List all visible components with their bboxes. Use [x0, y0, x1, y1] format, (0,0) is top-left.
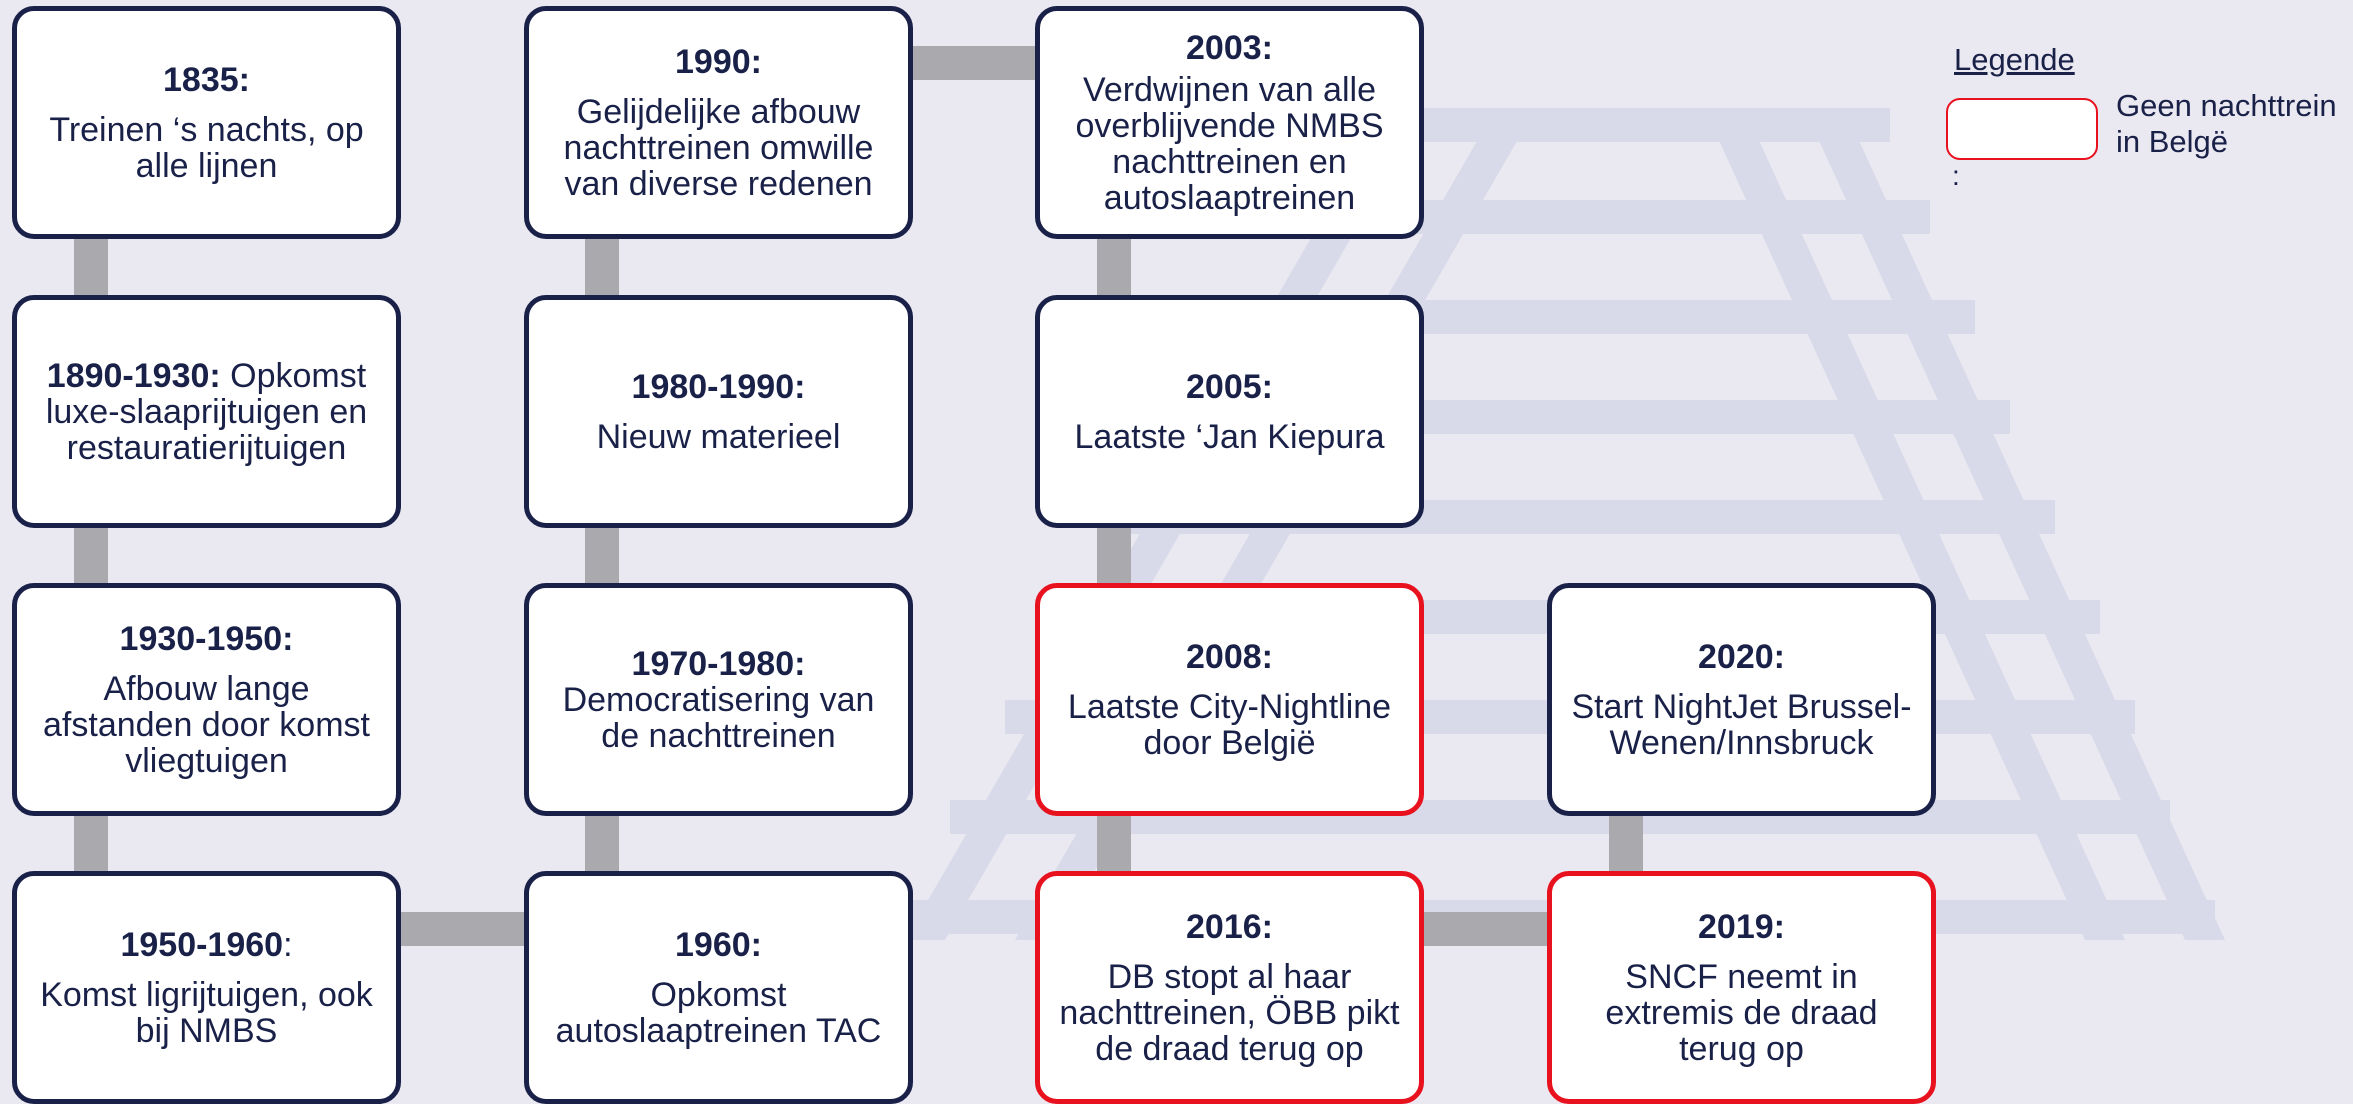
timeline-node-2008: 2008: Laatste City-Nightline door België [1035, 583, 1424, 816]
node-text: Treinen ‘s nachts, op alle lijnen [49, 110, 364, 185]
timeline-node-2019: 2019: SNCF neemt in extremis de draad te… [1547, 871, 1936, 1104]
connector-1970-1980 [585, 525, 619, 587]
connector-2019-2020 [1609, 813, 1643, 875]
node-text: Gelijdelijke afbouw nachttreinen omwille… [563, 92, 874, 203]
connector-1890-1930 [74, 525, 108, 587]
connector-1980-1990 [585, 236, 619, 298]
node-year-suffix: : [283, 925, 293, 964]
node-text: Komst ligrijtuigen, ook bij NMBS [40, 975, 373, 1050]
node-year: 2003: [1186, 28, 1273, 67]
legend-colon: : [1952, 160, 1960, 191]
timeline-node-1960: 1960: Opkomst autoslaaptreinen TAC [524, 871, 913, 1104]
node-text: Democratisering van de nachttreinen [562, 680, 875, 755]
timeline-node-1930-1950: 1930-1950: Afbouw lange afstanden door k… [12, 583, 401, 816]
node-text: SNCF neemt in extremis de draad terug op [1605, 957, 1878, 1068]
connector-2016-2019 [1421, 912, 1551, 946]
connector-2005-2008 [1097, 525, 1131, 587]
node-text: Opkomst luxe-slaaprijtuigen en restaurat… [45, 356, 368, 467]
node-year: 1890-1930: [46, 356, 221, 395]
connector-1960-1970 [585, 813, 619, 875]
timeline-node-1835: 1835: Treinen ‘s nachts, op alle lijnen [12, 6, 401, 239]
node-text: Nieuw materieel [596, 417, 841, 456]
timeline-node-1970-1980: 1970-1980: Democratisering van de nachtt… [524, 583, 913, 816]
node-year: 2019: [1698, 907, 1785, 946]
node-year: 2008: [1186, 637, 1273, 676]
connector-1950-1960 [398, 912, 528, 946]
connector-1835-1890 [74, 236, 108, 298]
legend-title: Legende [1954, 42, 2075, 77]
timeline-node-1950-1960: 1950-1960: Komst ligrijtuigen, ook bij N… [12, 871, 401, 1104]
node-year: 2005: [1186, 367, 1273, 406]
timeline-node-2005: 2005: Laatste ‘Jan Kiepura [1035, 295, 1424, 528]
node-year: 1970-1980: [631, 644, 806, 683]
node-year: 1930-1950: [119, 619, 294, 658]
node-text: DB stopt al haar nachttreinen, ÖBB pikt … [1059, 957, 1400, 1068]
timeline-node-2003: 2003: Verdwijnen van alle overblijvende … [1035, 6, 1424, 239]
node-text: Laatste City-Nightline door België [1067, 687, 1392, 762]
node-text: Verdwijnen van alle overblijvende NMBS n… [1075, 70, 1384, 217]
connector-2003-2005 [1097, 236, 1131, 298]
timeline-node-1890-1930: 1890-1930: Opkomst luxe-slaaprijtuigen e… [12, 295, 401, 528]
node-year: 2020: [1698, 637, 1785, 676]
timeline-node-1990: 1990: Gelijdelijke afbouw nachttreinen o… [524, 6, 913, 239]
node-text: Opkomst autoslaaptreinen TAC [555, 975, 882, 1050]
legend: Legende Geen nachttrein in Belgë : [1946, 38, 2346, 198]
legend-red-swatch [1946, 98, 2098, 160]
connector-1990-2003 [909, 46, 1039, 80]
node-year: 1990: [675, 42, 762, 81]
node-text: Afbouw lange afstanden door komst vliegt… [43, 669, 370, 780]
node-text: Start NightJet Brussel-Wenen/Innsbruck [1571, 687, 1912, 762]
connector-1930-1950 [74, 813, 108, 875]
timeline-node-1980-1990: 1980-1990: Nieuw materieel [524, 295, 913, 528]
node-year: 1950-1960 [120, 925, 284, 964]
node-year: 2016: [1186, 907, 1273, 946]
timeline-node-2016: 2016: DB stopt al haar nachttreinen, ÖBB… [1035, 871, 1424, 1104]
node-year: 1980-1990: [631, 367, 806, 406]
node-year: 1835: [163, 60, 250, 99]
node-year: 1960: [675, 925, 762, 964]
connector-2008-2016 [1097, 813, 1131, 875]
node-text: Laatste ‘Jan Kiepura [1074, 417, 1385, 456]
legend-swatch-label: Geen nachttrein in Belgë [2116, 88, 2337, 159]
timeline-node-2020: 2020: Start NightJet Brussel-Wenen/Innsb… [1547, 583, 1936, 816]
